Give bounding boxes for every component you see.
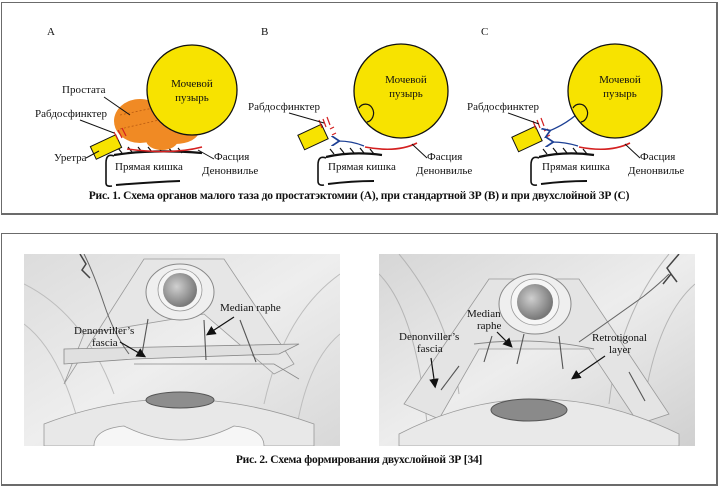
sutures (141, 318, 257, 363)
prostate-label: Простата (62, 84, 106, 96)
denonvilliers-label: fascia (92, 337, 118, 349)
bladder-shape (567, 43, 663, 139)
needle-holder-icon (79, 254, 91, 279)
needle-holder-icon (662, 254, 680, 285)
rectum-label: Прямая кишка (328, 161, 396, 173)
bladder-shape (353, 43, 449, 139)
figure-2-caption: Рис. 2. Схема формирования двухслойной З… (235, 454, 483, 466)
fascia-label: Фасция (640, 151, 675, 163)
rhabdosphincter-label: Рабдосфинктер (35, 108, 107, 120)
denonvilliers-label: Denonviller’s (74, 325, 134, 337)
median-raphe-label: raphe (477, 320, 502, 332)
figure-2-frame: Median raphe Denonviller’s fascia (1, 233, 718, 486)
rhabdosphincter-label: Рабдосфинктер (248, 101, 320, 113)
fascia-label: Фасция (427, 151, 462, 163)
bladder-shape (146, 44, 238, 136)
rectum-label: Прямая кишка (115, 161, 183, 173)
urethra-shape (511, 125, 543, 153)
fascia-label: Фасция (214, 151, 249, 163)
suture-thread (578, 273, 670, 343)
retrotrigonal-label: Retrotigonal (592, 332, 647, 344)
bladder-label: пузырь (389, 88, 423, 100)
median-raphe-label: Median (467, 308, 501, 320)
panel-c: C Мочевой пузырь Рабдосфинктер Прямая ки… (467, 26, 684, 186)
urethral-opening-top (145, 263, 215, 321)
bladder-label: Мочевой (599, 74, 641, 86)
figure-1-caption: Рис. 1. Схема органов малого таза до про… (88, 190, 630, 202)
panel-b: B Мочевой пузырь Рабдосфинктер Прямая ки… (248, 26, 472, 186)
retrotrigonal-label: layer (609, 344, 631, 356)
rectum-shape (530, 147, 595, 186)
repair-arrow-upper (549, 114, 577, 131)
median-raphe-label: Median raphe (220, 302, 281, 314)
fascia-line (364, 142, 418, 151)
denonvilliers-label: fascia (417, 343, 443, 355)
rhabdosphincter-label: Рабдосфинктер (467, 101, 539, 113)
bladder-label: пузырь (175, 92, 209, 104)
fascia-label: Денонвилье (628, 165, 684, 177)
rectal-opening (490, 398, 568, 422)
urethra-shape (297, 123, 329, 151)
surgical-drawing-right: Median raphe Denonviller’s fascia Retrot… (379, 254, 695, 446)
urethral-opening-top (498, 273, 572, 335)
surgical-drawing-left: Median raphe Denonviller’s fascia (24, 254, 340, 446)
repair-arrow-lower (552, 142, 579, 146)
bladder-label: пузырь (603, 88, 637, 100)
fascia-label: Денонвилье (202, 165, 258, 177)
suture-thread (83, 254, 130, 355)
sutures (440, 333, 646, 402)
bladder-label: Мочевой (171, 78, 213, 90)
rectum-shape (317, 147, 383, 186)
urethra-label: Уретра (54, 152, 87, 164)
fascia-line (578, 142, 631, 151)
panel-letter-b: B (261, 26, 268, 38)
denonvilliers-label: Denonviller’s (399, 331, 459, 343)
urethra-shape (89, 134, 123, 160)
figure-1-frame: A Мочевой пузырь (1, 2, 718, 215)
panel-a: A Мочевой пузырь (35, 26, 258, 187)
fascia-label: Денонвилье (416, 165, 472, 177)
fascia-line (126, 146, 203, 153)
rectum-label: Прямая кишка (542, 161, 610, 173)
repair-arrow (338, 141, 365, 147)
panel-letter-a: A (47, 26, 55, 38)
bladder-label: Мочевой (385, 74, 427, 86)
panel-letter-c: C (481, 26, 488, 38)
figure-1-diagram: A Мочевой пузырь (35, 26, 684, 187)
rectal-opening (145, 391, 215, 409)
